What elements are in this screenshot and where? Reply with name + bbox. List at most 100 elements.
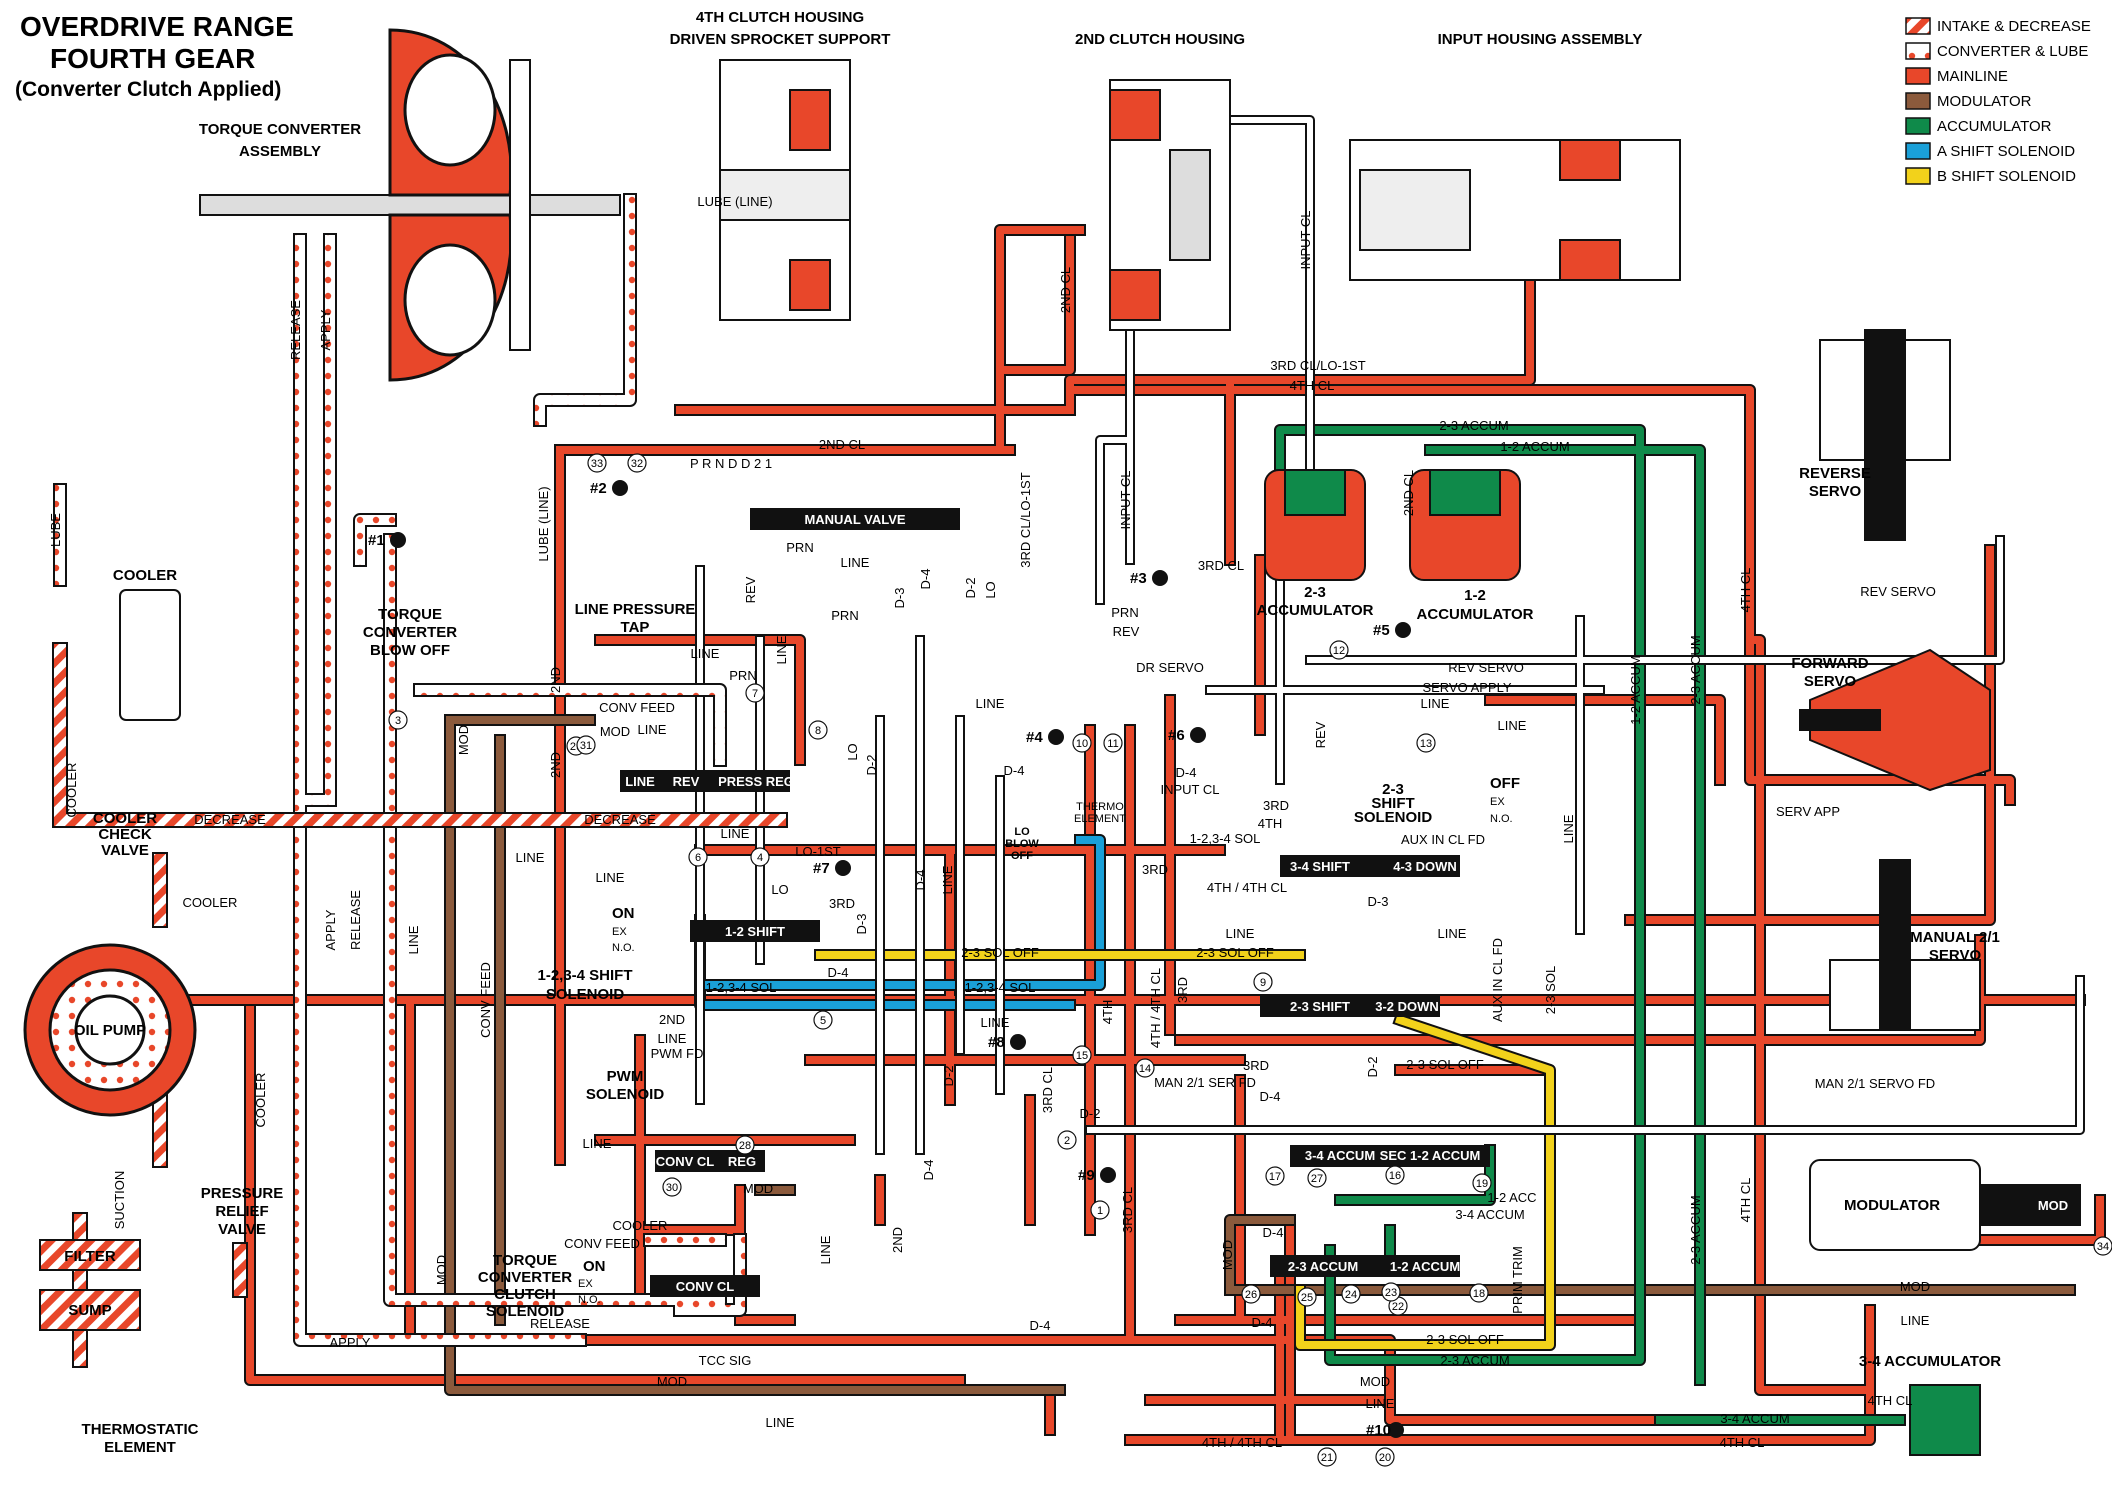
passage-line-11: LINE bbox=[1901, 1313, 1930, 1328]
passage-lo1st: LO-1ST bbox=[795, 844, 841, 859]
valve-conv-cl: CONV CL bbox=[656, 1154, 715, 1169]
checkball-2 bbox=[612, 480, 628, 496]
passage-rev-1: REV bbox=[743, 576, 758, 603]
passage-prn-2: PRN bbox=[1111, 605, 1138, 620]
passage-accum23-1: 2-3 ACCUM bbox=[1439, 418, 1508, 433]
passage-d4-8: D-4 bbox=[1263, 1225, 1284, 1240]
label-cooler-check-3: VALVE bbox=[101, 842, 149, 859]
valve-line: LINE bbox=[625, 774, 655, 789]
passage-second-cl-3: 2ND CL bbox=[1401, 470, 1416, 516]
port-circle-label-27: 27 bbox=[1311, 1173, 1323, 1185]
checkball-label-1: #1 bbox=[368, 532, 385, 549]
passage-prn-4: PRN bbox=[786, 540, 813, 555]
header-second-clutch: 2ND CLUTCH HOUSING bbox=[1075, 31, 1245, 48]
port-circle-label-20: 20 bbox=[1379, 1452, 1391, 1464]
label-cooler-check-1: COOLER bbox=[93, 810, 157, 827]
label-sol23-off: OFF bbox=[1490, 775, 1520, 792]
checkball-7 bbox=[835, 860, 851, 876]
port-circle-label-14: 14 bbox=[1139, 1063, 1151, 1075]
passage-line-15: LINE bbox=[1498, 718, 1527, 733]
checkballs: #1#2#3#4#5#6#7#8#9#10 bbox=[368, 480, 1411, 1439]
valve-shift34: 3-4 SHIFT bbox=[1290, 859, 1350, 874]
port-circle-20 bbox=[1375, 1447, 1395, 1467]
passage-mod-6: MOD bbox=[657, 1374, 687, 1389]
valve-conv-cl-2: CONV CL bbox=[676, 1279, 735, 1294]
passage-prim-trim: PRIM TRIM bbox=[1510, 1246, 1525, 1314]
port-circle-15 bbox=[1072, 1045, 1092, 1065]
passage-accum34-2: 3-4 ACCUM bbox=[1720, 1411, 1789, 1426]
port-circle-label-4: 4 bbox=[757, 852, 763, 864]
passage-mod-8: MOD bbox=[1900, 1279, 1930, 1294]
passage-line-2: LINE bbox=[596, 870, 625, 885]
passage-second-cl-2: 2ND CL bbox=[1058, 267, 1073, 313]
passage-third-lo1st-1: 3RD CL/LO-1ST bbox=[1270, 358, 1365, 373]
passage-accum23-3: 2-3 ACCUM bbox=[1688, 1195, 1703, 1264]
port-circle-label-33: 33 bbox=[591, 458, 603, 470]
passage-line-20: LINE bbox=[774, 635, 789, 664]
passage-mod-1: MOD bbox=[456, 725, 471, 755]
checkball-5 bbox=[1395, 622, 1411, 638]
passage-fourth-cl-3: 4TH CL bbox=[1738, 1178, 1753, 1223]
passage-third-4: 3RD bbox=[1243, 1058, 1269, 1073]
port-circle-27 bbox=[1307, 1168, 1327, 1188]
passage-suction: SUCTION bbox=[112, 1171, 127, 1230]
passage-prn-1: PRN bbox=[831, 608, 858, 623]
port-circle-33 bbox=[587, 453, 607, 473]
passage-third-5: 3RD bbox=[1175, 977, 1190, 1003]
label-reverse-servo-1: REVERSE bbox=[1799, 465, 1871, 482]
checkball-label-7: #7 bbox=[813, 860, 830, 877]
label-forward-servo-2: SERVO bbox=[1804, 673, 1857, 690]
valve-manual: MANUAL VALVE bbox=[804, 512, 905, 527]
label-shift-sol-ex: EX bbox=[612, 926, 627, 938]
port-circle-6 bbox=[688, 847, 708, 867]
port-circle-9 bbox=[1253, 972, 1273, 992]
oil-pump-drawing bbox=[23, 943, 197, 1117]
port-circle-4 bbox=[750, 847, 770, 867]
label-cooler: COOLER bbox=[113, 567, 177, 584]
checkball-9 bbox=[1100, 1167, 1116, 1183]
checkball-label-5: #5 bbox=[1373, 622, 1390, 639]
torque-converter-drawing bbox=[199, 28, 621, 382]
passage-line-22: LINE bbox=[638, 722, 667, 737]
passage-fourth-2: 4TH bbox=[1100, 1000, 1115, 1025]
passage-mod-5: MOD bbox=[743, 1181, 773, 1196]
passage-sol23off-3: 2-3 SOL OFF bbox=[1406, 1057, 1484, 1072]
port-circle-26 bbox=[1241, 1284, 1261, 1304]
passage-line-14: LINE bbox=[1438, 926, 1467, 941]
passage-d4-10: D-4 bbox=[913, 870, 928, 891]
passage-accum12-1: 1-2 ACCUM bbox=[1500, 439, 1569, 454]
port-circle-12 bbox=[1329, 640, 1349, 660]
passage-cooler-left: COOLER bbox=[64, 763, 79, 818]
passage-lube: LUBE bbox=[48, 513, 63, 547]
legend-label-0: INTAKE & DECREASE bbox=[1937, 18, 2091, 35]
label-tcc-sol-ex: EX bbox=[578, 1278, 593, 1290]
label-thermo-2: ELEMENT bbox=[1074, 813, 1126, 825]
valve-press-reg: PRESS REG bbox=[718, 774, 794, 789]
label-lo-blow-2: BLOW bbox=[1005, 838, 1039, 850]
label-line-tap-1: LINE PRESSURE bbox=[575, 601, 696, 618]
passage-line-12: LINE bbox=[1421, 696, 1450, 711]
passage-lo-2: LO bbox=[845, 743, 860, 760]
upper-accumulators-drawing bbox=[1264, 469, 1521, 581]
label-reverse-servo-2: SERVO bbox=[1809, 483, 1862, 500]
valve-labels: MANUAL VALVE LINE REV PRESS REG 1-2 SHIF… bbox=[625, 512, 2068, 1294]
passage-lube-line: LUBE (LINE) bbox=[697, 194, 772, 209]
passage-sol1234-2: 1-2,3-4 SOL bbox=[706, 980, 777, 995]
passage-line-1: LINE bbox=[516, 850, 545, 865]
port-circle-25 bbox=[1297, 1287, 1317, 1307]
label-line-tap-2: TAP bbox=[621, 619, 650, 636]
passage-line-3: LINE bbox=[691, 646, 720, 661]
label-tcc-sol-3: CLUTCH bbox=[494, 1286, 556, 1303]
passage-d2-2: D-2 bbox=[864, 755, 879, 776]
passage-rev-3: REV bbox=[1313, 721, 1328, 748]
passage-release-mid: RELEASE bbox=[348, 890, 363, 950]
passage-release-top: RELEASE bbox=[288, 300, 303, 360]
port-circle-30 bbox=[662, 1177, 682, 1197]
passage-sol23off-1: 2-3 SOL OFF bbox=[961, 945, 1039, 960]
passage-accum12b: 1-2 ACC bbox=[1487, 1190, 1536, 1205]
passage-third-cl-2: 3RD CL bbox=[1040, 1067, 1055, 1113]
passage-line-6: LINE bbox=[976, 696, 1005, 711]
label-accum23-2: ACCUMULATOR bbox=[1257, 602, 1374, 619]
legend-swatch-1 bbox=[1905, 42, 1931, 60]
